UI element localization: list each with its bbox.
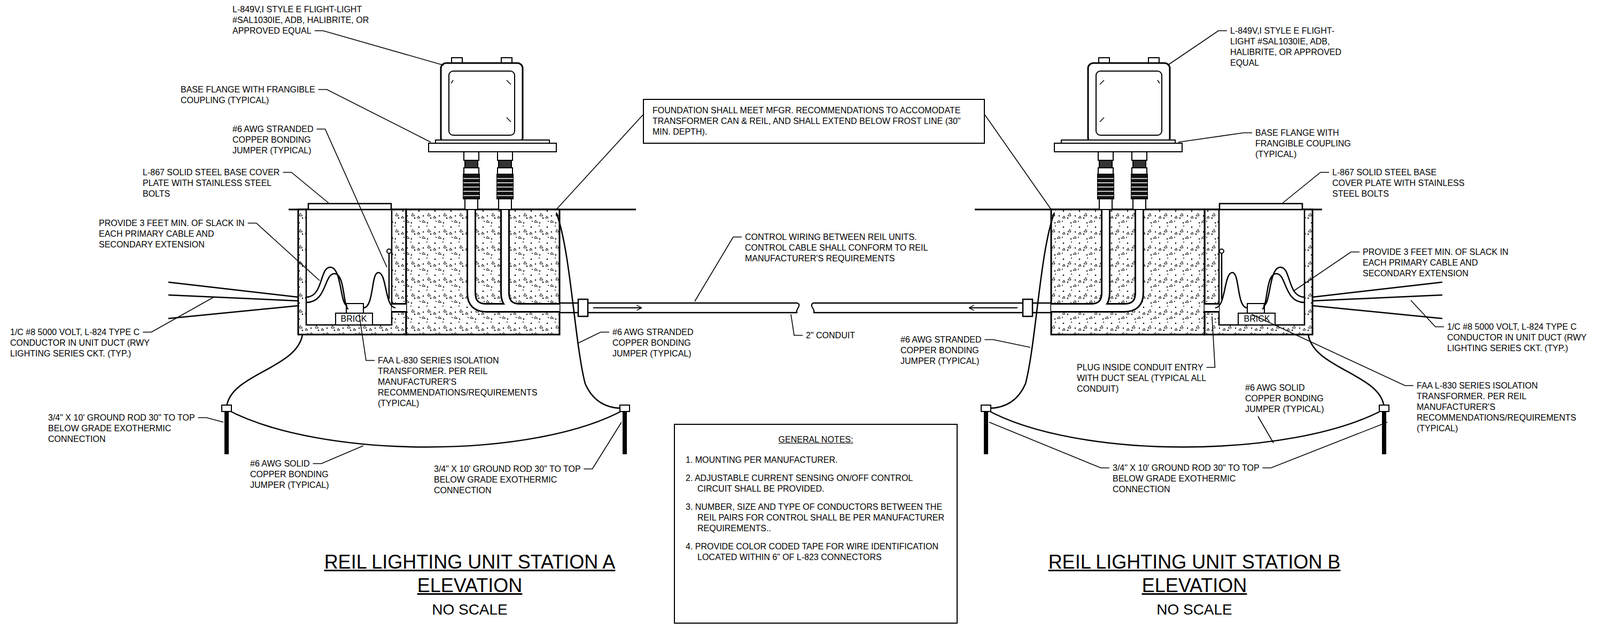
transformer-can-foundation <box>298 209 407 335</box>
leader-line <box>1167 30 1227 66</box>
conduit <box>391 209 560 308</box>
general-notes-box: GENERAL NOTES: 1. MOUNTING PER MANUFACTUR… <box>673 423 958 624</box>
callout-label: PROVIDE 3 FEET MIN. OF SLACK IN EACH PRI… <box>98 218 260 251</box>
frangible-coupling <box>496 151 514 210</box>
leader-line <box>247 223 320 282</box>
ground-rod <box>622 411 627 455</box>
leader-line <box>1410 300 1444 328</box>
isolation-transformer <box>346 303 364 314</box>
leader-line <box>1282 172 1330 204</box>
callout-label: #6 AWG STRANDED COPPER BONDING JUMPER (T… <box>232 123 326 157</box>
bonding-jumper <box>556 212 623 409</box>
secondary-cable <box>363 272 396 308</box>
leader-line <box>984 339 1031 348</box>
callout-label: 1/C #8 5000 VOLT, L-824 TYPE C CONDUCTOR… <box>10 327 155 360</box>
bonding-lug <box>386 249 392 254</box>
leader-line <box>694 237 742 302</box>
base-flange <box>428 143 557 152</box>
note-text: 1. MOUNTING PER MANUFACTURER. <box>685 454 946 466</box>
leader-line <box>1257 416 1274 444</box>
note-text: FOUNDATION SHALL MEET MFGR. RECOMMENDATI… <box>652 105 976 138</box>
scale-note: NO SCALE <box>282 600 657 619</box>
flight-light-housing <box>440 63 523 144</box>
leader-line <box>312 445 364 464</box>
callout-label: BRICK <box>1235 313 1279 325</box>
callout-label: 2" CONDUIT <box>805 330 892 341</box>
conduit-coupling <box>578 299 588 317</box>
exothermic-connection <box>221 405 232 412</box>
callout-label: BRICK <box>332 313 376 325</box>
leader-line <box>1262 422 1388 469</box>
callout-label: L-867 SOLID STEEL BASE COVER PLATE WITH … <box>142 167 285 200</box>
leader-line <box>984 114 1052 210</box>
callout-label: #6 AWG SOLID COPPER BONDING JUMPER (TYPI… <box>1245 382 1339 415</box>
leader-line <box>1178 133 1253 143</box>
flight-light-lens <box>448 71 515 136</box>
leader-line <box>1251 314 1414 386</box>
transformer-can <box>306 209 392 325</box>
callout-label: FAA L-830 SERIES ISOLATION TRANSFORMER. … <box>1416 380 1583 434</box>
leader-line <box>314 30 444 66</box>
leader-line <box>316 129 387 268</box>
view-title: REIL LIGHTING UNIT STATION A ELEVATION <box>282 550 657 598</box>
leader-line <box>318 89 431 143</box>
primary-cable <box>168 282 299 319</box>
conduit <box>391 209 560 308</box>
note-box: FOUNDATION SHALL MEET MFGR. RECOMMENDATI… <box>642 98 985 144</box>
bonding-jumper <box>388 251 391 300</box>
note-text: 3. NUMBER, SIZE AND TYPE OF CONDUCTORS B… <box>685 501 946 534</box>
exothermic-connection <box>619 405 630 412</box>
callout-label: L-867 SOLID STEEL BASE COVER PLATE WITH … <box>1332 167 1466 200</box>
callout-label: 3/4" X 10' GROUND ROD 30" TO TOP BELOW G… <box>433 463 595 496</box>
bonding-jumper <box>226 409 625 448</box>
frangible-coupling <box>463 151 480 210</box>
leader-line <box>282 172 329 204</box>
note-text: 2. ADJUSTABLE CURRENT SENSING ON/OFF CON… <box>685 472 946 495</box>
callout-label: #6 AWG STRANDED COPPER BONDING JUMPER (T… <box>900 334 994 367</box>
leader-line <box>556 114 643 210</box>
leader-line <box>142 297 214 333</box>
leader-line <box>578 332 610 344</box>
callout-label: PLUG INSIDE CONDUIT ENTRY WITH DUCT SEAL… <box>1076 362 1222 395</box>
note-text: 4. PROVIDE COLOR CODED TAPE FOR WIRE IDE… <box>685 541 946 563</box>
callout-label: BASE FLANGE WITH FRANGIBLE COUPLING (TYP… <box>180 84 331 106</box>
callout-label: 3/4" X 10' GROUND ROD 30" TO TOP BELOW G… <box>48 412 206 445</box>
callout-label: L-849V,I STYLE E FLIGHT-LIGHT #SAL1030IE… <box>232 4 393 37</box>
light-foundation <box>406 209 560 335</box>
ground-rod <box>224 411 229 455</box>
bonding-jumper <box>226 334 303 408</box>
scale-note: NO SCALE <box>1007 600 1382 619</box>
callout-label: BASE FLANGE WITH FRANGIBLE COUPLING (TYP… <box>1255 127 1363 160</box>
view-title: REIL LIGHTING UNIT STATION B ELEVATION <box>1007 550 1382 598</box>
cable-slack <box>306 267 349 309</box>
callout-label: CONTROL WIRING BETWEEN REIL UNITS. CONTR… <box>744 231 949 264</box>
callout-label: 3/4" X 10' GROUND ROD 30" TO TOP BELOW G… <box>1112 462 1279 495</box>
callout-label: 1/C #8 5000 VOLT, L-824 TYPE C CONDUCTOR… <box>1447 321 1589 354</box>
lens-mark <box>451 80 511 122</box>
leader-line <box>197 417 224 423</box>
leader-line <box>790 314 803 336</box>
cover-plate <box>308 203 392 210</box>
conduit <box>559 303 798 313</box>
control-wire-arrow <box>593 307 642 309</box>
notes-heading: GENERAL NOTES: <box>685 434 946 446</box>
leader-line <box>583 422 622 470</box>
callout-label: L-849V,I STYLE E FLIGHT-LIGHT #SAL1030IE… <box>1230 25 1359 69</box>
callout-label: #6 AWG STRANDED COPPER BONDING JUMPER (T… <box>612 327 706 360</box>
callout-label: #6 AWG SOLID COPPER BONDING JUMPER (TYPI… <box>250 458 344 491</box>
callout-label: FAA L-830 SERIES ISOLATION TRANSFORMER. … <box>377 355 544 409</box>
callout-label: PROVIDE 3 FEET MIN. OF SLACK IN EACH PRI… <box>1362 246 1534 279</box>
leader-line <box>1206 316 1216 368</box>
break-line <box>796 303 800 313</box>
leader-line <box>1293 252 1360 292</box>
leader-line <box>989 422 1110 469</box>
